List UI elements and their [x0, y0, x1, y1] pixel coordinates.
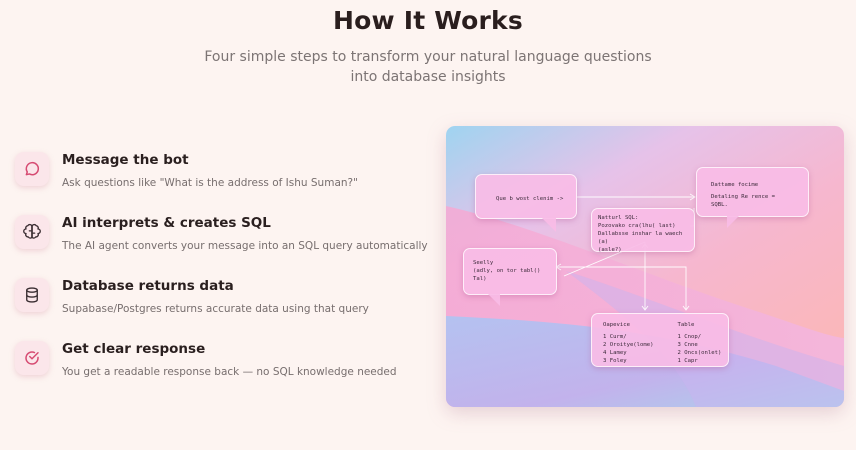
step-description: Ask questions like "What is the address …: [62, 177, 358, 189]
step-title: Database returns data: [62, 278, 234, 294]
database-icon: [15, 278, 49, 312]
table-cell: 1 Capr: [677, 358, 698, 364]
results-table: Oapevice 1 Curm/ 2 Oroitye(lome) 4 Lamey…: [591, 313, 729, 367]
workflow-illustration: Que b wost clenim -> Natturl SQL: Pozova…: [446, 126, 844, 407]
step-clear-response: Get clear response You get a readable re…: [15, 341, 435, 391]
step-title: Message the bot: [62, 152, 189, 168]
sql-box-title: Natturl SQL:: [598, 215, 639, 221]
table-cell: 4 Lamey: [603, 350, 627, 356]
result-bubble: Dattame focime Detaling Re rence = SQBL.: [696, 167, 809, 228]
table-cell: 2 Oncs(onlet): [677, 350, 722, 356]
table-cell: 3 Foley: [603, 358, 627, 364]
step-description: You get a readable response back — no SQ…: [62, 366, 397, 378]
step-title: AI interprets & creates SQL: [62, 215, 271, 231]
step-database-returns: Database returns data Supabase/Postgres …: [15, 278, 435, 328]
sql-box-line: Dallabsse inshar la waech (a): [598, 231, 683, 245]
reply-bubble: Seelly (adly, on tor tabl() Tal): [463, 248, 557, 306]
reply-bubble-line: Tal): [473, 276, 487, 282]
step-ai-interprets: AI interprets & creates SQL The AI agent…: [15, 215, 435, 265]
table-cell: 1 Curm/: [603, 334, 627, 340]
sql-box-line: (asle?): [598, 247, 622, 253]
question-text: Que b wost clenim ->: [496, 196, 564, 202]
sql-box: Natturl SQL: Pozovako cra(lhu( last) Dal…: [591, 208, 695, 253]
table-cell: 3 Cnne: [677, 342, 698, 348]
reply-bubble-line: Seelly: [473, 260, 494, 266]
reply-bubble-line: (adly, on tor tabl(): [473, 268, 541, 274]
table-cell: 1 Cnop/: [677, 334, 702, 340]
result-bubble-line: Detaling Re rence = SQBL.: [711, 194, 775, 208]
question-bubble: Que b wost clenim ->: [475, 174, 577, 232]
table-header: Oapevice: [603, 322, 630, 328]
check-circle-icon: [15, 341, 49, 375]
table-header: Table: [677, 322, 695, 328]
chat-bubble-icon: [15, 152, 49, 186]
page-title: How It Works: [333, 6, 523, 35]
brain-icon: [15, 215, 49, 249]
step-title: Get clear response: [62, 341, 206, 357]
result-bubble-line: Dattame focime: [711, 182, 759, 188]
step-description: Supabase/Postgres returns accurate data …: [62, 303, 369, 315]
step-description: The AI agent converts your message into …: [62, 240, 428, 252]
table-cell: 2 Oroitye(lome): [603, 342, 654, 348]
page-subtitle: Four simple steps to transform your natu…: [204, 49, 652, 85]
step-message-bot: Message the bot Ask questions like "What…: [15, 152, 435, 202]
bubble-tail: [542, 218, 556, 232]
bubble-tail: [727, 216, 739, 228]
sql-box-line: Pozovako cra(lhu( last): [598, 223, 676, 229]
bubble-tail: [488, 294, 500, 306]
